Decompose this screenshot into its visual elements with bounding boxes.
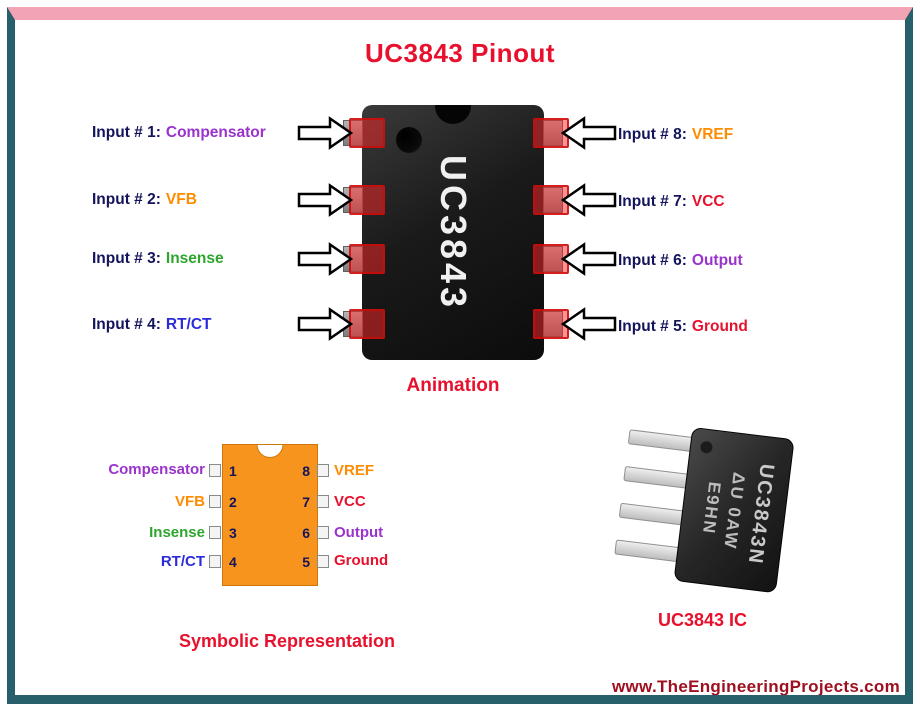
arrow-right-icon: [297, 116, 353, 150]
symbolic-ic-body: 1 2 3 4 8 7 6 5: [222, 444, 318, 586]
ic-leg: [614, 539, 683, 563]
symbolic-label-vref: VREF: [334, 462, 375, 479]
chip-notch: [435, 105, 471, 124]
pin-label-prefix: Input # 1:: [92, 124, 161, 141]
pin-highlight-1: [349, 118, 385, 148]
symbolic-pin-stub: [317, 526, 329, 539]
symbolic-pin-number: 4: [229, 554, 237, 570]
pin-label-name: Insense: [165, 250, 224, 267]
animation-caption: Animation: [406, 375, 500, 396]
ic-body: [674, 427, 794, 593]
symbolic-pin-number: 8: [302, 463, 310, 479]
pin-label-input-5: Input # 5:Ground: [618, 318, 748, 336]
chip-label-wrap: UC3843: [362, 105, 544, 360]
page-title: UC3843 Pinout: [365, 38, 555, 68]
arrow-right-icon: [297, 183, 353, 217]
pin-label-prefix: Input # 3:: [92, 250, 161, 267]
symbolic-pin-stub: [209, 526, 221, 539]
symbolic-pin-stub: [209, 555, 221, 568]
ic-leg: [623, 466, 692, 489]
symbolic-label-output: Output: [334, 524, 384, 541]
arrow-right-icon: [297, 242, 353, 276]
pin-label-prefix: Input # 7:: [618, 193, 687, 210]
arrow-left-icon: [561, 116, 617, 150]
symbolic-label-vcc: VCC: [334, 493, 366, 510]
pin-label-name: VREF: [691, 126, 734, 143]
ic-leg: [628, 429, 696, 453]
symbolic-pin-stub: [209, 495, 221, 508]
ic-photo-drawing: UC3843N ΔU 0AW E9HN: [614, 427, 794, 593]
ic-photo: UC3843N ΔU 0AW E9HN: [595, 418, 810, 603]
symbolic-pin-stub: [317, 555, 329, 568]
pin-highlight-4: [349, 309, 385, 339]
symbolic-pin-number: 3: [229, 525, 237, 541]
symbolic-pin-number: 6: [302, 525, 310, 541]
pin-label-prefix: Input # 4:: [92, 316, 161, 333]
pin-label-name: Compensator: [165, 124, 266, 141]
symbolic-label-ground: Ground: [334, 552, 389, 569]
symbolic-caption: Symbolic Representation: [178, 631, 396, 651]
pin-label-prefix: Input # 2:: [92, 191, 161, 208]
symbolic-label-vfb: VFB: [175, 493, 205, 510]
pin-label-input-6: Input # 6:Output: [618, 252, 743, 270]
pin-highlight-2: [349, 185, 385, 215]
arrow-left-icon: [561, 242, 617, 276]
chip-label: UC3843: [433, 154, 474, 311]
pin-label-name: Ground: [691, 318, 748, 335]
symbolic-label-compensator: Compensator: [108, 461, 205, 478]
symbolic-pin-stub: [317, 495, 329, 508]
symbolic-pin-number: 2: [229, 494, 237, 510]
pin-label-prefix: Input # 8:: [618, 126, 687, 143]
symbolic-label-insense: Insense: [149, 524, 205, 541]
pin-label-name: VFB: [165, 191, 197, 208]
pin-label-name: VCC: [691, 193, 725, 210]
symbolic-label-rtct: RT/CT: [160, 553, 205, 570]
pin-label-input-7: Input # 7:VCC: [618, 193, 725, 211]
pin1-indicator-dot: [396, 127, 422, 153]
arrow-left-icon: [561, 183, 617, 217]
pin-label-input-3: Input # 3:Insense: [92, 250, 224, 268]
arrow-right-icon: [297, 307, 353, 341]
arrow-left-icon: [561, 307, 617, 341]
pin-label-input-4: Input # 4:RT/CT: [92, 316, 212, 334]
pin-label-prefix: Input # 6:: [618, 252, 687, 269]
symbolic-pin-number: 5: [302, 554, 310, 570]
ic-photo-group: UC3843N ΔU 0AW E9HN: [614, 427, 794, 593]
pin-highlight-3: [349, 244, 385, 274]
pin-label-name: Output: [691, 252, 743, 269]
symbolic-pin-number: 7: [302, 494, 310, 510]
website-link: www.TheEngineeringProjects.com: [612, 677, 900, 696]
ic-pin1-dimple: [700, 441, 713, 454]
pin-label-name: RT/CT: [165, 316, 212, 333]
symbolic-pin-stub: [209, 464, 221, 477]
pin-label-input-1: Input # 1:Compensator: [92, 124, 266, 142]
symbolic-pin-number: 1: [229, 463, 237, 479]
ic-chip-top-view: UC3843: [362, 105, 544, 360]
pin-label-input-2: Input # 2:VFB: [92, 191, 197, 209]
pin-label-input-8: Input # 8:VREF: [618, 126, 733, 144]
pin-label-prefix: Input # 5:: [618, 318, 687, 335]
symbolic-pin-stub: [317, 464, 329, 477]
ic-photo-caption: UC3843 IC: [657, 610, 748, 630]
ic-leg: [619, 503, 687, 526]
symbolic-notch: [256, 445, 284, 458]
